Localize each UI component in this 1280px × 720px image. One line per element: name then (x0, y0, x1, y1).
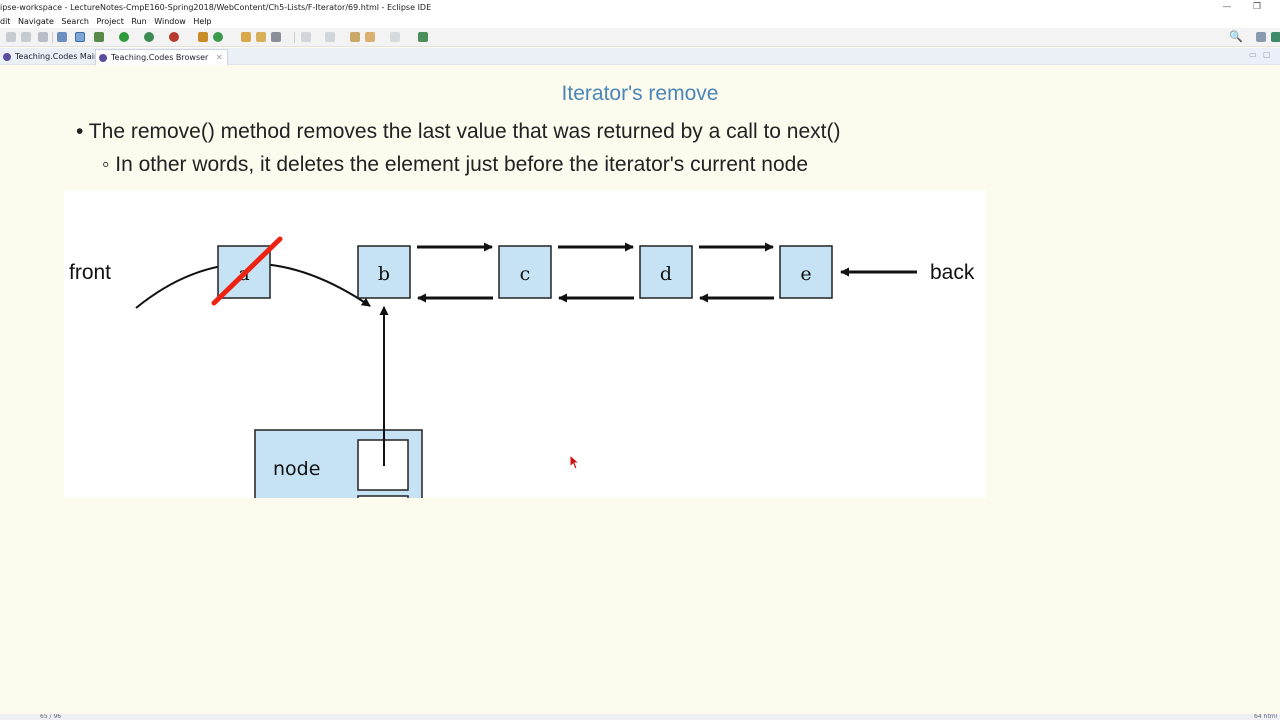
node-c (498, 245, 552, 299)
menu-navigate[interactable]: Navigate (17, 17, 54, 26)
new-icon[interactable] (6, 32, 16, 42)
maximize-view-icon[interactable]: ▢ (1263, 50, 1271, 59)
search-icon[interactable]: 🔍 (1229, 30, 1243, 43)
new-class-icon[interactable] (213, 32, 223, 42)
forward-icon[interactable] (390, 32, 400, 42)
node-e-label: e (800, 263, 811, 285)
tab-label: Teaching.Codes Browser (111, 53, 209, 62)
browser-icon (99, 54, 107, 62)
back-label: back (930, 261, 975, 284)
main-toolbar: 🔍 (0, 28, 1280, 47)
next-annotation-icon[interactable] (301, 32, 311, 42)
slide-bullet-1: • The remove() method removes the last v… (76, 120, 841, 143)
debug-icon[interactable] (94, 32, 104, 42)
minimize-view-icon[interactable]: ▭ (1249, 50, 1257, 59)
menu-search[interactable]: Search (61, 17, 89, 26)
menu-edit[interactable]: dit (0, 17, 11, 26)
print-icon[interactable] (38, 32, 48, 42)
close-tab-icon[interactable]: ✕ (215, 53, 223, 62)
status-right: 64 html (1254, 714, 1278, 720)
open-type-icon[interactable] (241, 32, 251, 42)
node-c-label: c (520, 263, 531, 285)
tab-label: Teaching.Codes Main (15, 52, 100, 61)
tab-teaching-codes-main[interactable]: Teaching.Codes Main (0, 49, 99, 65)
toolbar-separator (52, 32, 53, 43)
menu-help[interactable]: Help (193, 17, 212, 26)
previous-annotation-icon[interactable] (325, 32, 335, 42)
tab-teaching-codes-browser[interactable]: Teaching.Codes Browser ✕ (95, 49, 228, 65)
browser-icon (3, 53, 11, 61)
restore-button[interactable]: ❐ (1252, 2, 1262, 12)
minimize-button[interactable]: — (1222, 2, 1232, 12)
new-package-icon[interactable] (198, 32, 208, 42)
skip-breakpoints-icon[interactable] (75, 32, 85, 42)
node-e (779, 245, 833, 299)
iterator-node-label: node (273, 458, 320, 480)
perspective-icon[interactable] (1271, 32, 1280, 42)
open-perspective-icon[interactable] (1256, 32, 1266, 42)
mouse-cursor-icon (569, 454, 581, 470)
iterator-index-field (357, 495, 409, 498)
linked-list-diagram: front back a b c d e (64, 190, 986, 498)
pin-editor-icon[interactable] (418, 32, 428, 42)
node-d (639, 245, 693, 299)
status-bar: 65 / 96 64 html (0, 714, 1280, 720)
node-d-label: d (660, 263, 672, 285)
slide-title: Iterator's remove (561, 82, 719, 105)
front-label: front (69, 261, 111, 284)
terminal-icon[interactable] (57, 32, 67, 42)
menu-run[interactable]: Run (131, 17, 147, 26)
node-b-label: b (378, 263, 390, 285)
toolbar-separator (294, 32, 295, 43)
coverage-icon[interactable] (144, 32, 154, 42)
window-title: ipse-workspace - LectureNotes-CmpE160-Sp… (0, 3, 432, 12)
slide-bullet-2: ◦ In other words, it deletes the element… (102, 153, 809, 176)
editor-tab-bar: Teaching.Codes Main Teaching.Codes Brows… (0, 48, 1280, 65)
pen-icon[interactable] (271, 32, 281, 42)
menu-bar: dit Navigate Search Project Run Window H… (0, 15, 1280, 28)
menu-window[interactable]: Window (154, 17, 186, 26)
run-icon[interactable] (119, 32, 129, 42)
back-icon[interactable] (365, 32, 375, 42)
open-folder-icon[interactable] (256, 32, 266, 42)
node-b (357, 245, 411, 299)
page-counter: 65 / 96 (40, 714, 62, 720)
window-title-bar: ipse-workspace - LectureNotes-CmpE160-Sp… (0, 0, 1280, 15)
browser-content: Iterator's remove • The remove() method … (0, 66, 1280, 714)
last-edit-icon[interactable] (350, 32, 360, 42)
external-tools-icon[interactable] (169, 32, 179, 42)
save-icon[interactable] (21, 32, 31, 42)
linked-list-svg: front back a b c d e (69, 236, 975, 498)
menu-project[interactable]: Project (96, 17, 124, 26)
removed-strike (211, 236, 283, 306)
